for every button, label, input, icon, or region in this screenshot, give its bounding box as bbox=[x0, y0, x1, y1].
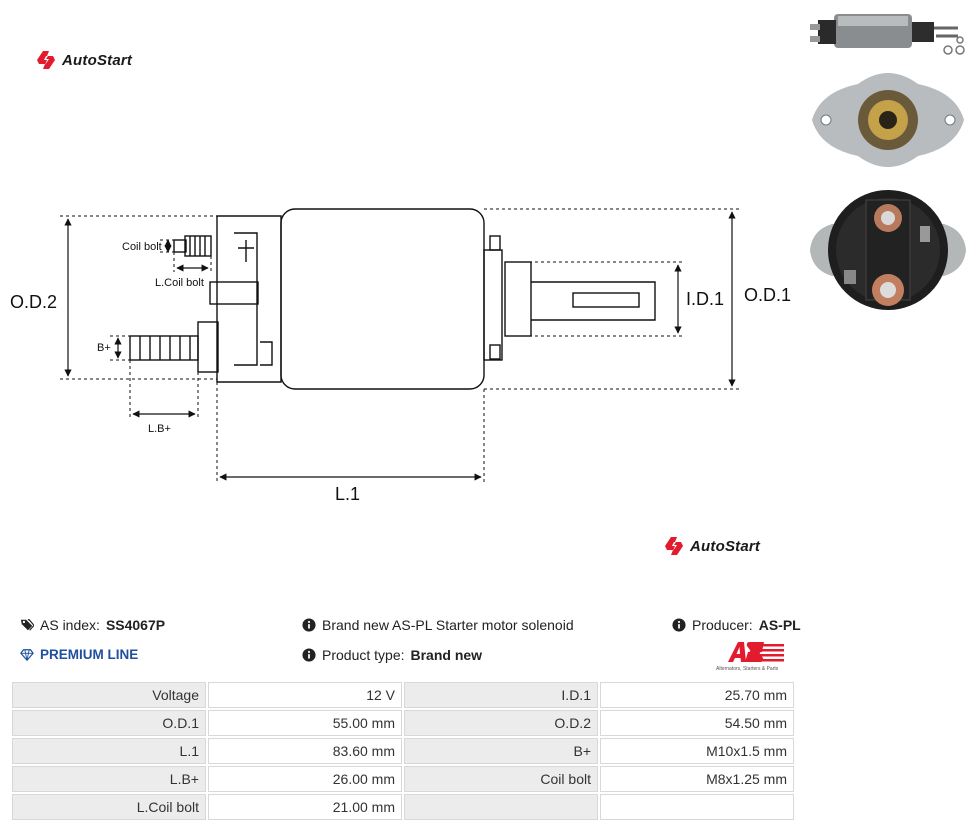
as-index-value: SS4067P bbox=[105, 617, 166, 633]
spec-label: Voltage bbox=[12, 682, 206, 708]
spec-value: M8x1.25 mm bbox=[600, 766, 794, 792]
info-icon bbox=[672, 618, 686, 632]
technical-drawing: O.D.2 O.D.1 I.D.1 L.1 Coil bolt L.Coil b… bbox=[10, 208, 791, 504]
info-icon bbox=[302, 618, 316, 632]
spec-label: O.D.2 bbox=[404, 710, 598, 736]
spec-value: 25.70 mm bbox=[600, 682, 794, 708]
autostart-logo-icon bbox=[37, 51, 55, 69]
product-type-label: Product type: bbox=[322, 647, 405, 663]
id1-label: I.D.1 bbox=[686, 289, 724, 309]
autostart-logo[interactable]: AutoStart bbox=[36, 50, 132, 70]
product-type: Product type: Brand new bbox=[302, 647, 482, 663]
info-icon bbox=[302, 648, 316, 662]
spec-label: Coil bolt bbox=[404, 766, 598, 792]
producer: Producer: AS-PL bbox=[672, 617, 801, 633]
spec-value: 21.00 mm bbox=[208, 794, 402, 820]
as-index-label: AS index: bbox=[40, 617, 100, 633]
product-thumbnail-terminals[interactable] bbox=[808, 186, 968, 314]
producer-value: AS-PL bbox=[758, 617, 801, 633]
as-index: AS index: SS4067P bbox=[20, 617, 165, 633]
spec-value bbox=[600, 794, 794, 820]
tags-icon bbox=[20, 619, 34, 631]
l-coil-bolt-label: L.Coil bolt bbox=[155, 277, 204, 289]
autostart-logo-icon bbox=[665, 537, 683, 555]
producer-label: Producer: bbox=[692, 617, 753, 633]
description-text: Brand new AS-PL Starter motor solenoid bbox=[322, 617, 574, 633]
l1-label: L.1 bbox=[335, 484, 360, 504]
spec-value: 26.00 mm bbox=[208, 766, 402, 792]
product-type-value: Brand new bbox=[410, 647, 483, 663]
premium-line-badge[interactable]: PREMIUM LINE bbox=[20, 647, 138, 662]
product-thumbnail-flange[interactable] bbox=[808, 62, 968, 178]
spec-value: 12 V bbox=[208, 682, 402, 708]
spec-label: L.Coil bolt bbox=[12, 794, 206, 820]
spec-label: B+ bbox=[404, 738, 598, 764]
spec-value: 54.50 mm bbox=[600, 710, 794, 736]
as-pl-logo-tagline: Alternators, Starters & Parts bbox=[716, 666, 779, 672]
b-plus-label: B+ bbox=[97, 342, 111, 354]
spec-label: L.1 bbox=[12, 738, 206, 764]
spec-value: M10x1.5 mm bbox=[600, 738, 794, 764]
od1-label: O.D.1 bbox=[744, 285, 791, 305]
spec-label bbox=[404, 794, 598, 820]
spec-value: 83.60 mm bbox=[208, 738, 402, 764]
autostart-watermark-logo: AutoStart bbox=[664, 536, 760, 556]
product-description: Brand new AS-PL Starter motor solenoid bbox=[302, 617, 574, 633]
spec-label: I.D.1 bbox=[404, 682, 598, 708]
autostart-logo-text: AutoStart bbox=[690, 537, 761, 555]
spec-label: O.D.1 bbox=[12, 710, 206, 736]
od2-label: O.D.2 bbox=[10, 292, 57, 312]
l-b-plus-label: L.B+ bbox=[148, 423, 171, 435]
premium-line-label: PREMIUM LINE bbox=[40, 647, 139, 662]
as-pl-logo[interactable]: Alternators, Starters & Parts bbox=[714, 640, 794, 672]
diamond-icon bbox=[20, 648, 34, 661]
product-thumbnail-side[interactable] bbox=[808, 6, 968, 58]
coil-bolt-label: Coil bolt bbox=[122, 241, 162, 253]
spec-value: 55.00 mm bbox=[208, 710, 402, 736]
autostart-logo-text: AutoStart bbox=[62, 51, 133, 69]
spec-label: L.B+ bbox=[12, 766, 206, 792]
